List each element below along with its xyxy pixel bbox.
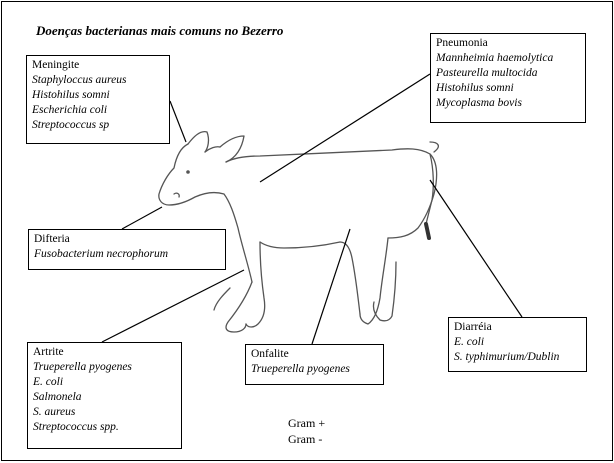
box-diarreia: Diarréia E. coli S. typhimurium/Dublin — [448, 317, 587, 372]
organism: Trueperella pyogenes — [33, 360, 176, 375]
label-diarreia: Diarréia — [454, 320, 581, 335]
gram-legend: Gram + Gram - — [288, 415, 325, 447]
organism: E. coli — [454, 335, 581, 350]
box-artrite: Artrite Trueperella pyogenes E. coli Sal… — [27, 342, 182, 449]
box-difteria: Difteria Fusobacterium necrophorum — [28, 229, 226, 270]
organism: Escherichia coli — [32, 103, 164, 118]
connector-meningite — [170, 101, 186, 142]
label-pneumonia: Pneumonia — [436, 36, 580, 51]
organism: Streptococcus spp. — [33, 420, 176, 435]
label-onfalite: Onfalite — [251, 347, 378, 362]
legend-gram-negative: Gram - — [288, 431, 325, 447]
organism: S. typhimurium/Dublin — [454, 350, 581, 365]
label-difteria: Difteria — [34, 232, 220, 247]
organism: Trueperella pyogenes — [251, 362, 378, 377]
organism: Histohilus somni — [32, 88, 164, 103]
box-meningite: Meningite Staphyloccus aureus Histohilus… — [26, 55, 170, 144]
box-pneumonia: Pneumonia Mannheimia haemolytica Pasteur… — [430, 33, 586, 123]
connector-artrite — [102, 270, 244, 342]
label-artrite: Artrite — [33, 345, 176, 360]
label-meningite: Meningite — [32, 58, 164, 73]
organism: Mycoplasma bovis — [436, 96, 580, 111]
organism: E. coli — [33, 375, 176, 390]
legend-gram-positive: Gram + — [288, 415, 325, 431]
organism: Salmonela — [33, 390, 176, 405]
organism: Histohilus somni — [436, 81, 580, 96]
box-onfalite: Onfalite Trueperella pyogenes — [245, 344, 384, 385]
organism: Pasteurella multocida — [436, 66, 580, 81]
organism: Mannheimia haemolytica — [436, 51, 580, 66]
organism: Streptococcus sp — [32, 118, 164, 133]
organism: Staphyloccus aureus — [32, 73, 164, 88]
organism: S. aureus — [33, 405, 176, 420]
diagram-title: Doenças bacterianas mais comuns no Bezer… — [36, 23, 283, 39]
connector-difteria — [122, 207, 162, 229]
connector-pneumonia — [260, 74, 430, 182]
connector-diarreia — [430, 180, 522, 317]
organism: Fusobacterium necrophorum — [34, 247, 220, 262]
